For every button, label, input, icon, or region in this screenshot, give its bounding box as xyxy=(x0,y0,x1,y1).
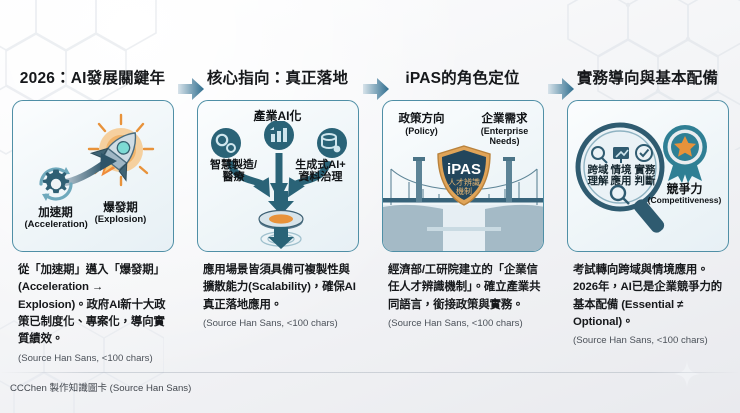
shield-icon: iPAS 人才辨識 機制 xyxy=(436,145,491,206)
competitiveness-label-cn: 競爭力 xyxy=(666,182,703,196)
policy-direction-cn: 政策方向 xyxy=(398,113,445,125)
genai-governance-line2: 資料治理 xyxy=(298,171,343,184)
competitiveness-label-en: (Competitiveness) xyxy=(647,195,722,206)
shield-title: iPAS xyxy=(447,161,481,178)
cards-row: 爆發期 (Explosion) xyxy=(0,100,740,252)
gear-label-en: (Acceleration) xyxy=(24,218,88,230)
heading-column-2: 核心指向：真正落地 xyxy=(206,70,349,87)
label-practice-1: 實務 xyxy=(634,163,655,176)
check-circle-icon xyxy=(634,144,653,162)
footer-divider xyxy=(0,372,740,373)
heading-column-4: 實務導向與基本配備 xyxy=(576,70,719,87)
smart-manufacturing-line2: 醫療 xyxy=(222,171,245,184)
connector-arrow-1-icon xyxy=(178,78,204,100)
caption-cell-3: 經濟部/工研院建立的「企業信任人才辨識機制」。確立產業共同語言，銜接政策與實務。… xyxy=(370,262,555,365)
label-cross-domain-2: 理解 xyxy=(587,174,608,187)
policy-direction-en: (Policy) xyxy=(405,125,438,136)
card-ipas-bridge: 政策方向 (Policy) 企業需求 (Enterprise Needs) xyxy=(381,100,544,252)
competitiveness-badge-group: 競爭力 (Competitiveness) xyxy=(648,123,722,206)
enterprise-needs-label: 企業需求 (Enterprise Needs) xyxy=(469,113,541,147)
caption-cell-4: 考試轉向跨域與情境應用。2026年，AI已是企業競爭力的基本配備 (Essent… xyxy=(555,262,740,365)
heading-column-1: 2026：AI發展關鍵年 xyxy=(19,70,166,87)
headings-row: 2026：AI發展關鍵年 核心指向：真正落地 iPAS的角色定位 實務導向與基本… xyxy=(0,66,740,88)
label-cross-domain-1: 跨域 xyxy=(587,163,608,176)
bridge-icon xyxy=(382,157,543,251)
connector-arrow-3-icon xyxy=(548,78,574,100)
gears-circle-icon xyxy=(215,133,236,153)
caption-cell-2: 應用場景皆須具備可複製性與擴散能力(Scalability)，確保AI真正落地應… xyxy=(185,262,370,365)
presentation-icon xyxy=(612,147,629,163)
captions-row: 從「加速期」邁入「爆發期」(Acceleration → Explosion)。… xyxy=(0,262,740,365)
shield-subtitle-1: 人才辨識 xyxy=(448,177,480,187)
caption-note-4: (Source Han Sans, <100 chars) xyxy=(573,335,708,347)
shield-subtitle-2: 機制 xyxy=(456,186,472,196)
policy-direction-label: 政策方向 (Policy) xyxy=(387,113,457,136)
card-competitiveness: 跨域 理解 情境 應用 實務 判斷 xyxy=(566,100,729,252)
rocket-label-cn: 爆發期 xyxy=(103,202,138,214)
gear-label-cn: 加速期 xyxy=(38,207,73,219)
ipas-shield: iPAS 人才辨識 機制 xyxy=(435,145,493,212)
magnifier-icon: 跨域 理解 情境 應用 實務 判斷 xyxy=(575,122,664,233)
card-slot-1: 爆發期 (Explosion) xyxy=(0,100,185,252)
converging-arrows-diagram xyxy=(210,121,347,201)
industry-ai-title: 產業AI化 xyxy=(253,109,302,123)
enterprise-needs-cn: 企業需求 xyxy=(481,113,528,125)
label-context-2: 應用 xyxy=(610,174,631,187)
caption-cell-1: 從「加速期」邁入「爆發期」(Acceleration → Explosion)。… xyxy=(0,262,185,365)
caption-main-3: 經濟部/工研院建立的「企業信任人才辨識機制」。確立產業共同語言，銜接政策與實務。 xyxy=(388,264,541,311)
award-badge-icon xyxy=(662,125,707,183)
card-slot-2: 產業AI化 xyxy=(185,100,370,252)
label-context-1: 情境 xyxy=(610,163,631,176)
caption-main-2: 應用場景皆須具備可複製性與擴散能力(Scalability)，確保AI真正落地應… xyxy=(203,264,356,311)
genai-governance-label: 生成式AI+ 資料治理 xyxy=(285,159,357,184)
card-industry-ai-adoption: 產業AI化 xyxy=(196,100,359,252)
factory-chart-circle-icon xyxy=(269,127,287,142)
label-practice-2: 判斷 xyxy=(634,174,655,187)
heading-column-3: iPAS的角色定位 xyxy=(405,70,520,87)
caption-note-3: (Source Han Sans, <100 chars) xyxy=(388,317,523,329)
genai-governance-line1: 生成式AI+ xyxy=(295,159,346,171)
caption-main-4: 考試轉向跨域與情境應用。2026年，AI已是企業競爭力的基本配備 (Essent… xyxy=(573,264,723,328)
database-gear-circle-icon xyxy=(320,133,340,153)
rocket-label-en: (Explosion) xyxy=(94,213,147,225)
magnifier-small-icon xyxy=(590,146,608,164)
gear-icon xyxy=(38,167,73,201)
smart-manufacturing-line1: 智慧製造/ xyxy=(209,159,258,171)
caption-main-1: 從「加速期」邁入「爆發期」(Acceleration → Explosion)。… xyxy=(18,264,166,346)
rocket-group: 爆發期 (Explosion) xyxy=(75,111,167,226)
caption-note-2: (Source Han Sans, <100 chars) xyxy=(203,317,338,329)
enterprise-needs-en: (Enterprise Needs) xyxy=(480,125,529,147)
card-slot-4: 跨域 理解 情境 應用 實務 判斷 xyxy=(555,100,740,252)
connector-arrow-2-icon xyxy=(363,78,389,100)
landing-pad-icon xyxy=(257,191,304,249)
smart-manufacturing-label: 智慧製造/ 醫療 xyxy=(201,159,267,184)
gear-group: 加速期 (Acceleration) xyxy=(24,161,88,231)
card-acceleration-explosion: 爆發期 (Explosion) xyxy=(11,100,174,252)
footer-credit: CCChen 製作知識圖卡 (Source Han Sans) xyxy=(10,383,192,394)
caption-note-1: (Source Han Sans, <100 chars) xyxy=(18,352,153,364)
card-slot-3: 政策方向 (Policy) 企業需求 (Enterprise Needs) xyxy=(370,100,555,252)
